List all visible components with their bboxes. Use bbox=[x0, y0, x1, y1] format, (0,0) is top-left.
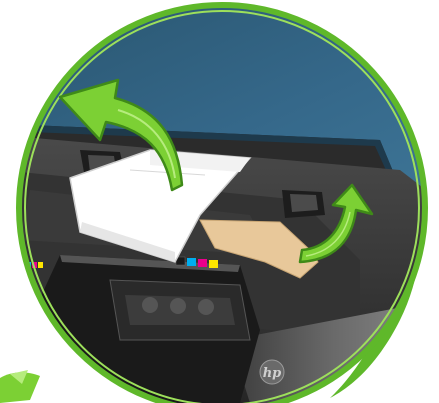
ink-cartridge-cyan bbox=[187, 258, 196, 266]
hp-logo-text: hp bbox=[263, 366, 282, 381]
hp-logo: hp bbox=[260, 360, 284, 384]
right-latch bbox=[282, 190, 325, 218]
ink-cartridge-magenta bbox=[198, 259, 207, 267]
print-carriage bbox=[110, 280, 250, 340]
ink-cartridge-yellow bbox=[209, 260, 218, 268]
